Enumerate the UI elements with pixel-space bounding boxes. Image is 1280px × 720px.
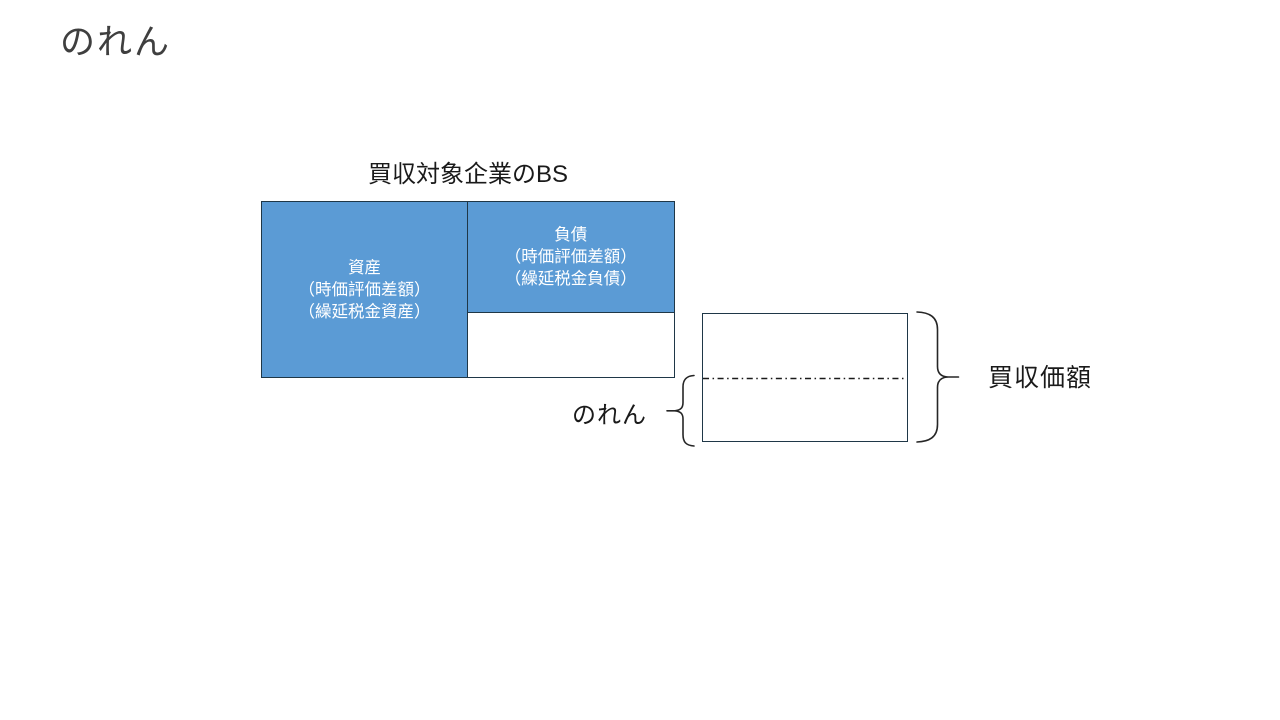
dash-dot-divider <box>703 377 907 379</box>
target-company-bs-label: 買収対象企業のBS <box>367 161 568 188</box>
asset-box: 資産 （時価評価差額） （繰延税金資産） <box>261 201 468 378</box>
goodwill-label: のれん <box>572 402 647 429</box>
purchase-price-box <box>702 313 908 442</box>
liability-box: 負債 （時価評価差額） （繰延税金負債） <box>466 201 675 314</box>
asset-box-line-2: （時価評価差額） <box>298 280 431 299</box>
liability-box-line-3: （繰延税金負債） <box>504 270 637 289</box>
purchase-price-label: 買収価額 <box>988 364 1093 392</box>
liability-box-line-1: 負債 <box>554 226 588 245</box>
slide-title: のれん <box>60 23 172 62</box>
asset-box-line-1: 資産 <box>348 258 381 277</box>
asset-box-line-3: （繰延税金資産） <box>298 302 431 321</box>
liability-box-line-2: （時価評価差額） <box>504 248 637 267</box>
net-assets-box <box>466 312 675 378</box>
goodwill-brace-icon <box>666 374 695 447</box>
purchase-price-brace-icon <box>916 311 960 443</box>
